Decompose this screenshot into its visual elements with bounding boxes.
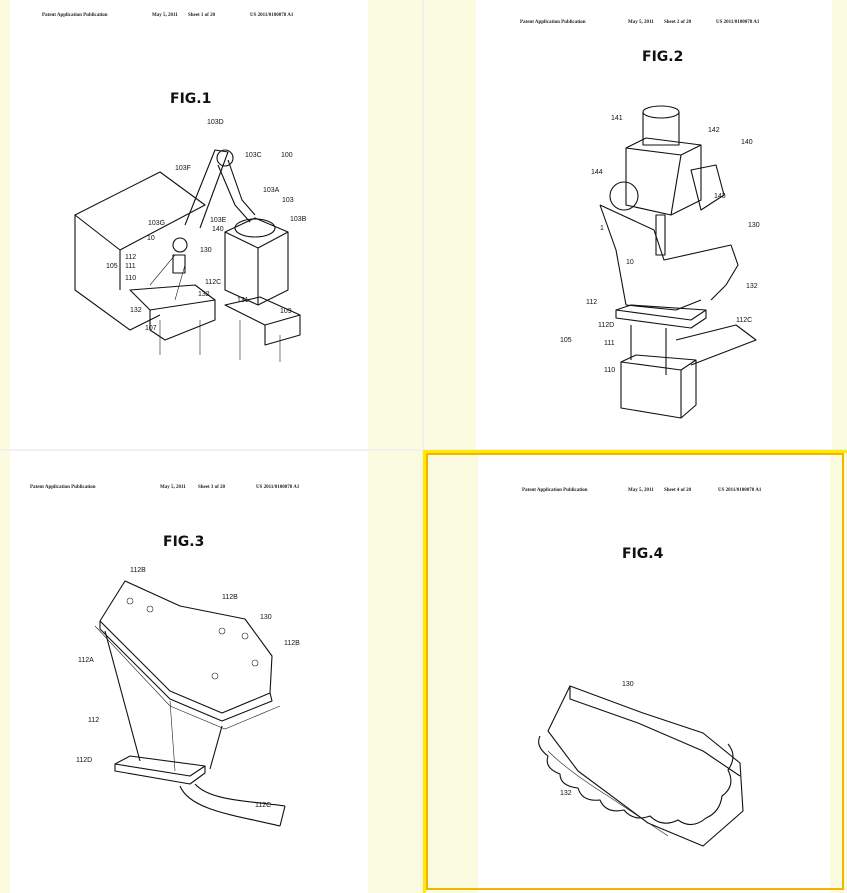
reference-label: 103B [290,216,307,223]
header-number: US 2011/0100078 A1 [250,13,294,18]
reference-label: 130 [200,247,212,254]
figure-1-drawing [75,150,300,362]
reference-label: 103A [263,187,280,194]
figure-3-drawing [95,581,285,826]
reference-label: 112 [88,717,99,724]
reference-label: 105 [560,337,572,344]
sheet-header: Patent Application Publication May 5, 20… [522,488,762,493]
patent-sheet-4: Patent Application Publication May 5, 20… [478,451,830,893]
header-publication: Patent Application Publication [42,13,108,18]
reference-label: 112B [284,640,300,647]
reference-label: 112C [736,317,752,324]
reference-label: 110 [604,367,615,374]
sheet-header: Patent Application Publication May 5, 20… [520,20,760,25]
reference-label: 103D [207,119,224,126]
reference-label: May 5, 2011 [628,20,654,25]
sheet-header: Patent Application Publication May 5, 20… [30,485,300,490]
figure-4-drawing [539,686,743,846]
patent-sheet-2: Patent Application Publication May 5, 20… [476,0,832,449]
reference-label: 109 [280,308,292,315]
reference-label: 112 [586,299,597,306]
reference-label: 140 [741,139,753,146]
reference-label: US 2011/0100078 A1 [256,485,300,490]
reference-label: 130 [260,614,272,621]
reference-label: Patent Application Publication [30,485,96,490]
page-thumbnail-1[interactable]: Patent Application Publication May 5, 20… [0,0,422,449]
figure-title: FIG.4 [622,546,664,562]
reference-label: 110 [125,275,136,282]
reference-label: 112D [598,322,614,329]
reference-label: 100 [281,152,293,159]
header-sheet: Sheet 1 of 20 [188,13,216,18]
reference-label: 112C [205,279,221,286]
reference-label: US 2011/0100078 A1 [718,488,762,493]
page-thumbnail-3[interactable]: Patent Application Publication May 5, 20… [0,451,422,893]
reference-label: 112B [222,594,238,601]
sheet-header: Patent Application Publication May 5, 20… [42,13,294,18]
reference-label: Sheet 2 of 20 [664,20,692,25]
reference-label: Patent Application Publication [522,488,588,493]
reference-label: May 5, 2011 [160,485,186,490]
reference-label: 132 [746,283,758,290]
reference-label: 144 [591,169,603,176]
reference-label: 112C [255,802,271,809]
reference-label: 132 [198,291,210,298]
reference-label: 111 [125,263,136,270]
reference-label: 112B [130,567,146,574]
reference-label: 111 [604,340,615,347]
reference-label: US 2011/0100078 A1 [716,20,760,25]
page-thumbnail-4[interactable]: Patent Application Publication May 5, 20… [424,451,847,893]
reference-label: 10 [626,259,634,266]
reference-label: 142 [708,127,720,134]
figure-2-drawing [600,106,756,418]
reference-label: 1 [600,225,604,232]
reference-label: 105 [106,263,118,270]
reference-label: 10 [147,235,155,242]
reference-label: Sheet 3 of 20 [198,485,226,490]
reference-label: 141 [611,115,623,122]
patent-sheet-1: Patent Application Publication May 5, 20… [10,0,368,449]
reference-label: 143 [714,193,726,200]
reference-labels: 130 132 [560,681,634,797]
reference-labels: 103D 103C 100 103F 103A 103 103B 103G 10… [106,119,307,332]
reference-labels: 112B 112B 130 112B 112A 112 112D 112C [76,567,300,809]
reference-label: 130 [622,681,634,688]
reference-label: 112A [78,657,94,664]
header-date: May 5, 2011 [152,13,178,18]
reference-label: 132 [560,790,572,797]
figure-title: FIG.1 [170,91,211,107]
reference-labels: 141 142 140 144 143 1 130 10 132 112 112… [560,115,760,374]
patent-sheet-3: Patent Application Publication May 5, 20… [10,451,368,893]
reference-label: 103G [148,220,165,227]
reference-label: 103 [282,197,294,204]
reference-label: 140 [212,226,224,233]
reference-label: 112D [76,757,92,764]
figure-title: FIG.3 [163,534,204,550]
reference-label: 112 [125,254,136,261]
reference-label: Patent Application Publication [520,20,586,25]
reference-label: 131 [237,297,249,304]
reference-label: 132 [130,307,142,314]
reference-label: Sheet 4 of 20 [664,488,692,493]
reference-label: 130 [748,222,760,229]
figure-title: FIG.2 [642,49,683,65]
reference-label: 103C [245,152,262,159]
reference-label: 107 [145,325,157,332]
reference-label: 103E [210,217,227,224]
reference-label: May 5, 2011 [628,488,654,493]
page-thumbnail-2[interactable]: Patent Application Publication May 5, 20… [424,0,847,449]
reference-label: 103F [175,165,191,172]
